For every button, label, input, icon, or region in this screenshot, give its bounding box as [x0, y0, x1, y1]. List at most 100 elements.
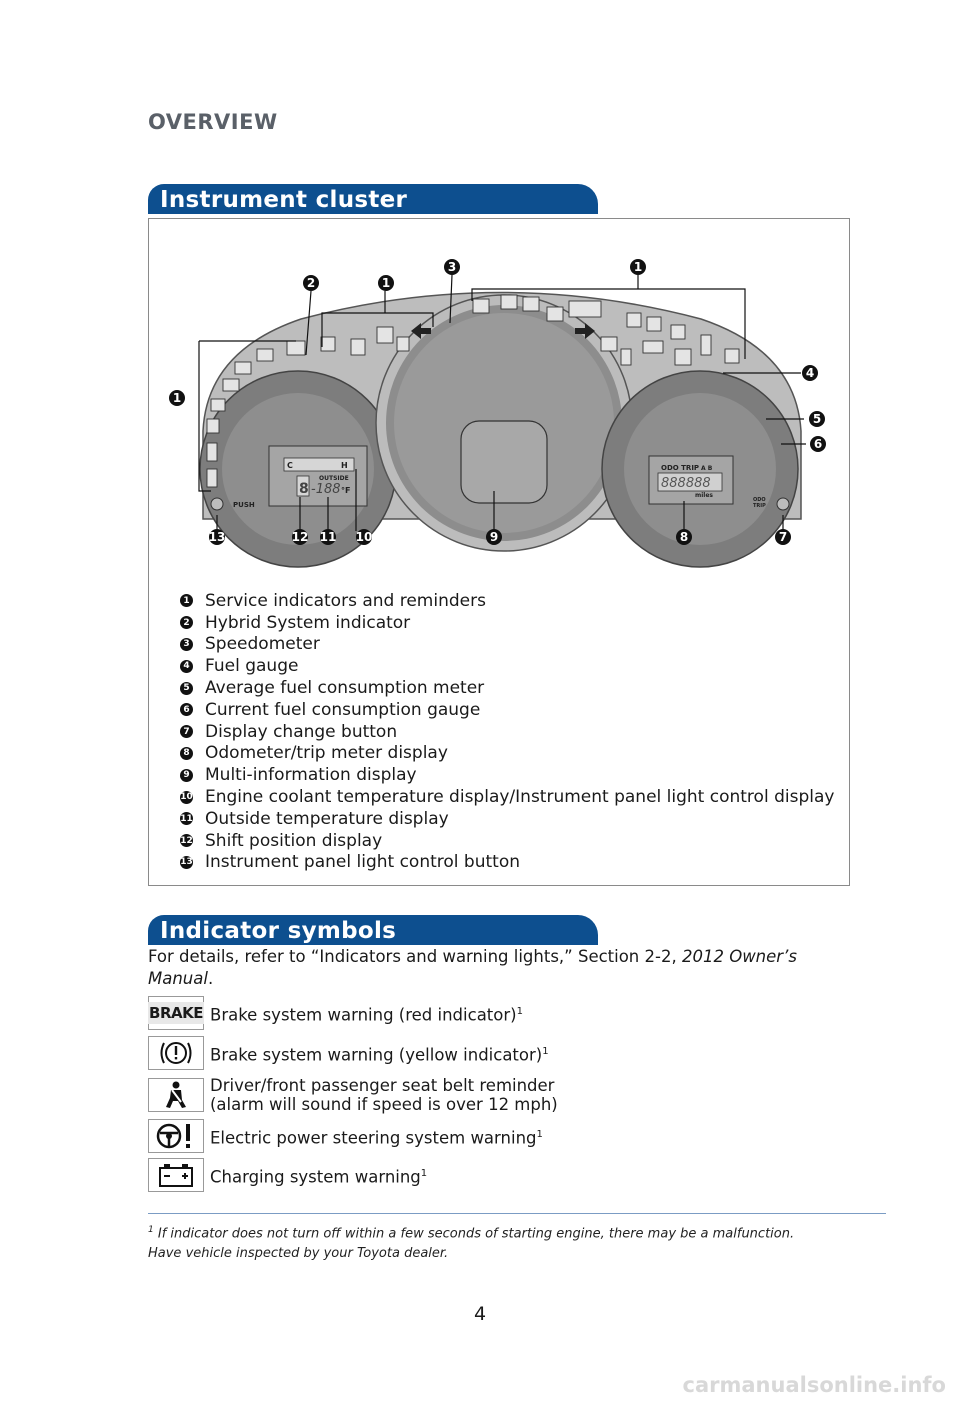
- legend-number: 7: [180, 725, 193, 739]
- legend-item: 11 Outside temperature display: [180, 808, 834, 830]
- odometer-digits: 888888: [661, 476, 711, 491]
- leader-lines: [198, 274, 806, 531]
- legend-label: Display change button: [205, 721, 398, 742]
- brake-text-icon: BRAKE: [148, 996, 204, 1030]
- indicator-label: Electric power steering system warning1: [210, 1128, 543, 1148]
- legend-item: 4 Fuel gauge: [180, 655, 834, 677]
- legend-item: 1 Service indicators and reminders: [180, 590, 834, 612]
- odo-button-label-2: TRIP: [753, 503, 766, 509]
- temp-readout: -188: [311, 482, 341, 497]
- legend-item: 5 Average fuel consumption meter: [180, 677, 834, 699]
- coolant-h-label: H: [341, 461, 348, 470]
- legend-number: 4: [180, 659, 193, 673]
- legend-number: 1: [180, 594, 193, 608]
- legend-item: 12 Shift position display: [180, 830, 834, 852]
- seatbelt-icon: [148, 1078, 204, 1112]
- left-turn-arrow-icon: [411, 323, 431, 339]
- indicator-label: Brake system warning (yellow indicator)1: [210, 1045, 549, 1065]
- brake-circle-icon: [148, 1036, 204, 1070]
- indicator-label: Driver/front passenger seat belt reminde…: [210, 1076, 558, 1114]
- indicator-label: Brake system warning (red indicator)1: [210, 1005, 523, 1025]
- odo-trip-label: ODO TRIP: [661, 464, 699, 472]
- legend-number: 13: [180, 855, 193, 869]
- steering-warning-icon: [148, 1119, 204, 1153]
- cluster-legend: 1 Service indicators and reminders 2 Hybri…: [180, 590, 834, 873]
- legend-label: Hybrid System indicator: [205, 612, 411, 633]
- service-indicator-boxes: [206, 294, 740, 488]
- right-gauge: [601, 370, 799, 568]
- svg-text:2: 2: [307, 276, 315, 290]
- intro-text: For details, refer to “Indicators and wa…: [148, 947, 682, 966]
- footnote-divider: [148, 1213, 886, 1214]
- indicator-row: Electric power steering system warning1: [148, 1119, 543, 1153]
- odo-button-label-1: ODO: [753, 497, 766, 503]
- shift-readout: 8: [299, 481, 309, 497]
- legend-item: 7 Display change button: [180, 721, 834, 743]
- indicator-row: BRAKE Brake system warning (red indicato…: [148, 996, 523, 1030]
- miles-label: miles: [695, 492, 713, 499]
- panel-light-button: [210, 497, 224, 511]
- legend-number: 3: [180, 637, 193, 651]
- intro-end: .: [207, 969, 214, 988]
- svg-text:4: 4: [806, 366, 814, 380]
- coolant-c-label: C: [287, 461, 293, 470]
- legend-number: 12: [180, 834, 193, 848]
- legend-number: 5: [180, 681, 193, 695]
- svg-text:12: 12: [292, 530, 309, 544]
- footnote: 1 If indicator does not turn off within …: [148, 1225, 795, 1262]
- indicator-row: Brake system warning (yellow indicator)1: [148, 1036, 549, 1070]
- indicator-row: Driver/front passenger seat belt reminde…: [148, 1076, 558, 1114]
- left-gauge: [199, 370, 397, 568]
- legend-label: Multi-information display: [205, 765, 417, 786]
- trip-ab-label: A B: [701, 465, 713, 472]
- section-title-instrument-cluster: Instrument cluster: [148, 184, 598, 214]
- legend-number: 10: [180, 790, 193, 804]
- battery-icon: [148, 1158, 204, 1192]
- svg-text:8: 8: [680, 530, 688, 544]
- svg-text:3: 3: [448, 260, 456, 274]
- legend-number: 9: [180, 768, 193, 782]
- push-label: PUSH: [233, 501, 255, 509]
- legend-item: 2 Hybrid System indicator: [180, 612, 834, 634]
- display-change-button: [776, 497, 790, 511]
- legend-label: Engine coolant temperature display/Instr…: [205, 787, 835, 808]
- speedometer-dial: [375, 294, 633, 552]
- intro-paragraph: For details, refer to “Indicators and wa…: [148, 946, 828, 990]
- svg-text:13: 13: [209, 530, 226, 544]
- legend-number: 8: [180, 746, 193, 760]
- legend-number: 2: [180, 616, 193, 630]
- legend-item: 3 Speedometer: [180, 634, 834, 656]
- legend-label: Service indicators and reminders: [205, 590, 486, 611]
- legend-number: 11: [180, 812, 193, 826]
- svg-text:11: 11: [320, 530, 337, 544]
- indicator-row: Charging system warning1: [148, 1158, 427, 1192]
- legend-label: Current fuel consumption gauge: [205, 699, 481, 720]
- svg-text:9: 9: [490, 530, 498, 544]
- legend-label: Average fuel consumption meter: [205, 678, 485, 699]
- page-number: 4: [473, 1303, 487, 1325]
- svg-text:7: 7: [779, 530, 787, 544]
- instrument-cluster-figure: 1 2 1 3 1 4 5 6 13 12 11 10 9 8 7 PUSH C…: [148, 218, 850, 886]
- indicator-label: Charging system warning1: [210, 1167, 428, 1187]
- svg-text:1: 1: [382, 276, 390, 290]
- legend-label: Speedometer: [205, 634, 320, 655]
- legend-label: Fuel gauge: [205, 656, 299, 677]
- right-turn-arrow-icon: [575, 323, 595, 339]
- outside-label: OUTSIDE: [319, 475, 349, 482]
- legend-item: 8 Odometer/trip meter display: [180, 743, 834, 765]
- legend-label: Odometer/trip meter display: [205, 743, 448, 764]
- callout-markers: 1 2 1 3 1 4 5 6 13 12 11 10 9 8 7: [169, 259, 826, 545]
- legend-number: 6: [180, 703, 193, 717]
- legend-label: Outside temperature display: [205, 808, 449, 829]
- temp-unit: °F: [341, 486, 350, 495]
- svg-text:1: 1: [634, 260, 642, 274]
- legend-label: Shift position display: [205, 830, 383, 851]
- legend-item: 6 Current fuel consumption gauge: [180, 699, 834, 721]
- svg-text:5: 5: [813, 412, 821, 426]
- page-title: OVERVIEW: [148, 110, 278, 134]
- legend-item: 9 Multi-information display: [180, 764, 834, 786]
- manual-title: 2012 Owner’s Manual: [148, 947, 797, 988]
- svg-text:1: 1: [173, 391, 181, 405]
- section-title-indicator-symbols: Indicator symbols: [148, 915, 598, 945]
